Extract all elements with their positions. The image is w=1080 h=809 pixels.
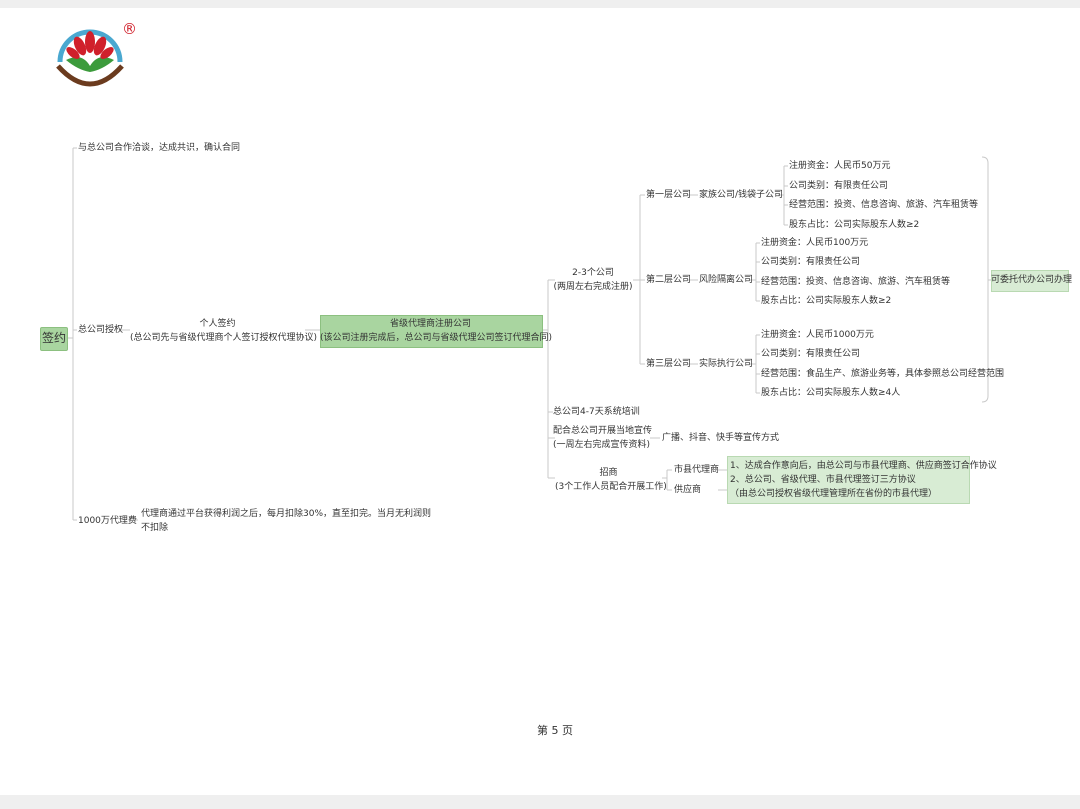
tier1-detail: 公司类别：有限责任公司 [789, 181, 889, 191]
tier1-type: 家族公司/钱袋子公司 [699, 190, 784, 200]
tier1-detail: 股东占比：公司实际股东人数≥2 [789, 220, 920, 230]
tier1-detail: 注册资金：人民币50万元 [789, 161, 891, 171]
recruit-target: 供应商 [674, 485, 702, 495]
recruit-line2: (3个工作人员配合开展工作) [555, 482, 667, 492]
training-node: 总公司4-7天系统培训 [553, 407, 640, 417]
tier3-detail: 经营范围：食品生产、旅游业务等，具体参照总公司经营范围 [761, 369, 1005, 379]
personal-sign-line2: (总公司先与省级代理商个人签订授权代理协议) [130, 333, 318, 343]
fee-desc-line2: 不扣除 [141, 523, 169, 533]
companies-header-line1: 2-3个公司 [572, 268, 614, 278]
document-page [0, 8, 1080, 795]
tier2-detail: 股东占比：公司实际股东人数≥2 [761, 296, 892, 306]
entrust-box [991, 270, 1069, 292]
tier2-detail: 公司类别：有限责任公司 [761, 257, 861, 267]
tier3-type: 实际执行公司 [699, 359, 754, 369]
fee-node: 1000万代理费 [78, 516, 137, 526]
tier3-label: 第三层公司 [646, 359, 692, 369]
recruit-note: （由总公司授权省级代理管理所在省份的市县代理） [730, 489, 938, 499]
tier3-detail: 股东占比：公司实际股东人数≥4人 [761, 388, 901, 398]
tier2-detail: 经营范围：投资、信息咨询、旅游、汽车租赁等 [761, 277, 951, 287]
negotiate-node: 与总公司合作洽谈，达成共识，确认合同 [78, 143, 241, 153]
recruit-target: 市县代理商 [674, 465, 720, 475]
authorization-node: 总公司授权 [78, 325, 124, 335]
personal-sign-line1: 个人签约 [199, 319, 236, 329]
promotion-method: 广播、抖音、快手等宣传方式 [662, 433, 780, 443]
recruit-note: 2、总公司、省级代理、市县代理签订三方协议 [730, 475, 916, 485]
tier2-type: 风险隔离公司 [699, 275, 754, 285]
entrust-label: 可委托代办公司办理 [991, 275, 1073, 285]
registered-trademark: ® [122, 20, 137, 38]
tier1-detail: 经营范围：投资、信息咨询、旅游、汽车租赁等 [789, 200, 979, 210]
fee-desc-line1: 代理商通过平台获得利润之后，每月扣除30%，直至扣完。当月无利润则 [141, 509, 432, 519]
recruit-line1: 招商 [599, 468, 618, 478]
companies-header-line2: (两周左右完成注册) [553, 282, 633, 292]
root-node-label: 签约 [41, 331, 66, 345]
register-line1: 省级代理商注册公司 [389, 319, 471, 329]
company-logo [56, 29, 124, 87]
promotion-line2: (一周左右完成宣传资料) [553, 440, 651, 450]
tier3-detail: 注册资金：人民币1000万元 [761, 330, 874, 340]
register-line2: (该公司注册完成后，总公司与省级代理公司签订代理合同) [320, 333, 553, 343]
tier2-label: 第二层公司 [646, 275, 692, 285]
tier2-detail: 注册资金：人民币100万元 [761, 238, 869, 248]
recruit-notes-box [727, 456, 970, 504]
recruit-note: 1、达成合作意向后，由总公司与市县代理商、供应商签订合作协议 [730, 461, 997, 471]
tier3-detail: 公司类别：有限责任公司 [761, 349, 861, 359]
promotion-line1: 配合总公司开展当地宣传 [553, 426, 653, 436]
root-node-box [40, 327, 68, 351]
tier1-label: 第一层公司 [646, 190, 692, 200]
page-number: 第 5 页 [537, 724, 573, 737]
register-node-box [320, 315, 543, 348]
